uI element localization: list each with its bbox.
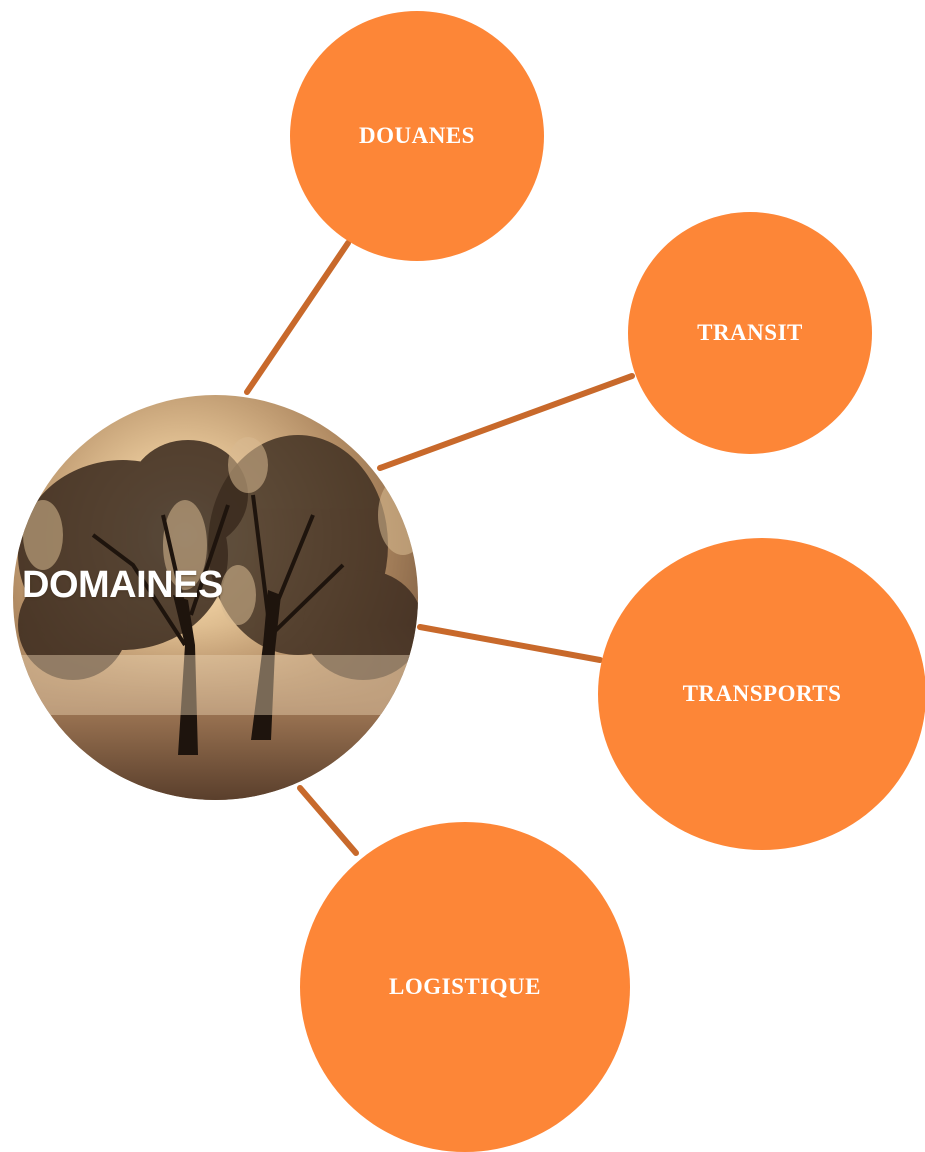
connector-douanes [244, 240, 351, 395]
node-transit-label: TRANSIT [697, 320, 803, 345]
tree-silhouette-image [13, 395, 418, 800]
connector-transports [417, 624, 603, 663]
node-logistique-label: LOGISTIQUE [389, 974, 541, 999]
center-photo-node [13, 395, 418, 800]
node-douanes-label: DOUANES [359, 123, 475, 148]
node-douanes: DOUANES [290, 11, 544, 261]
center-label: DOMAINES [22, 564, 223, 606]
node-transports: TRANSPORTS [598, 538, 925, 850]
node-transit: TRANSIT [628, 212, 872, 454]
node-logistique: LOGISTIQUE [300, 822, 630, 1152]
node-transports-label: TRANSPORTS [682, 681, 842, 706]
connector-transit [377, 373, 635, 471]
